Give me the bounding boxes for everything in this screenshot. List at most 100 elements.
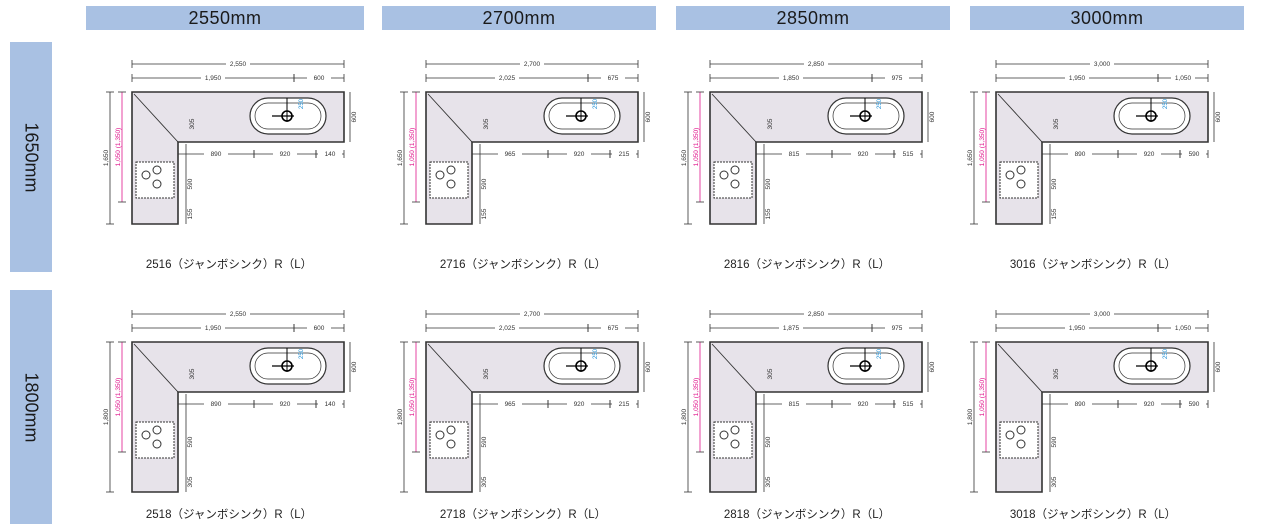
- dim-left-label: 1,950: [205, 325, 222, 332]
- corner-seam: [133, 93, 179, 143]
- dim-depth-label: 1,650: [103, 149, 110, 166]
- plan-caption: 2718（ジャンボシンク）R（L）: [439, 509, 607, 521]
- sink-inner: [832, 352, 900, 380]
- dim-bottom-label: 305: [481, 476, 488, 487]
- dim-590-label: 590: [765, 436, 772, 447]
- dim-920-label: 920: [858, 151, 869, 158]
- dim-inner-label: 1,050 (1,350): [979, 378, 986, 417]
- column-header-2550: 2550mm: [86, 6, 364, 30]
- dim-inner-label: 1,050 (1,350): [115, 128, 122, 167]
- sink-inner: [1118, 102, 1186, 130]
- dim-total-label: 2,700: [524, 311, 541, 318]
- corner-seam: [997, 343, 1043, 393]
- burner-icon: [435, 170, 445, 180]
- corner-seam: [997, 93, 1043, 143]
- dim-total-label: 3,000: [1094, 61, 1111, 68]
- dim-890-label-bg: [782, 150, 806, 157]
- dim-depth-label: 1,800: [103, 408, 110, 425]
- dim-right-label-bg: [601, 74, 625, 81]
- dim-600-label: 600: [929, 111, 936, 122]
- dim-end-label: 515: [903, 151, 914, 158]
- burner-icon: [446, 165, 456, 175]
- dim-inner-label: 1,050 (1,350): [979, 128, 986, 167]
- burner-icon: [152, 425, 162, 435]
- dim-end-label-bg: [318, 400, 342, 407]
- corner-seam: [427, 343, 473, 393]
- dim-305-label: 305: [767, 368, 774, 379]
- dim-depth-label: 1,800: [967, 408, 974, 425]
- burner-icon: [446, 425, 456, 435]
- burner-icon: [730, 165, 740, 175]
- row-header-1800: 1800mm: [10, 290, 52, 524]
- dim-right-label-bg: [885, 74, 909, 81]
- dim-left-label: 1,875: [783, 325, 800, 332]
- row-header-1650-label: 1650mm: [21, 121, 42, 193]
- dim-right-label-bg: [1171, 74, 1195, 81]
- dim-bottom-label: 305: [187, 476, 194, 487]
- corner-seam: [711, 93, 757, 143]
- dim-920-label: 920: [280, 151, 291, 158]
- dim-890-label: 890: [211, 401, 222, 408]
- column-header-2700: 2700mm: [382, 6, 656, 30]
- dim-end-label-bg: [896, 400, 920, 407]
- plan-caption: 2716（ジャンボシンク）R（L）: [439, 259, 607, 271]
- dim-left-label-bg: [201, 324, 225, 331]
- dim-left-label: 1,950: [205, 75, 222, 82]
- dim-end-label: 590: [1189, 151, 1200, 158]
- dim-305-label: 305: [189, 118, 196, 129]
- dim-890-label: 815: [789, 401, 800, 408]
- burner-icon: [141, 430, 151, 440]
- dim-920-label-bg: [567, 150, 591, 157]
- dim-590-label: 590: [481, 436, 488, 447]
- dim-right-label: 675: [608, 75, 619, 82]
- dim-total-label-bg: [804, 60, 828, 67]
- burner-icon: [1005, 170, 1015, 180]
- dim-right-label: 600: [314, 325, 325, 332]
- dim-920-label: 920: [574, 401, 585, 408]
- dim-left-label: 2,025: [499, 325, 516, 332]
- dim-total-label-bg: [226, 310, 250, 317]
- dim-end-label-bg: [318, 150, 342, 157]
- dim-total-label-bg: [226, 60, 250, 67]
- dim-end-label-bg: [612, 400, 636, 407]
- dim-890-label-bg: [498, 400, 522, 407]
- dim-total-label: 2,550: [230, 61, 247, 68]
- dim-bottom-label: 305: [765, 476, 772, 487]
- dim-left-label-bg: [1065, 74, 1089, 81]
- plan-caption: 2516（ジャンボシンク）R（L）: [145, 259, 313, 271]
- dim-left-label-bg: [779, 324, 803, 331]
- dim-920-label: 920: [1144, 401, 1155, 408]
- dim-920-label-bg: [851, 150, 875, 157]
- dim-inner-label: 1,050 (1,350): [693, 128, 700, 167]
- dim-left-label-bg: [1065, 324, 1089, 331]
- burner-icon: [730, 425, 740, 435]
- burner-icon: [446, 179, 456, 189]
- tap-dim-label: 250: [299, 348, 305, 359]
- dim-total-label-bg: [804, 310, 828, 317]
- dim-920-label-bg: [567, 400, 591, 407]
- dim-590-label: 590: [481, 178, 488, 189]
- burner-icon: [730, 439, 740, 449]
- burner-icon: [730, 179, 740, 189]
- dim-total-label-bg: [1090, 310, 1114, 317]
- dim-920-label: 920: [1144, 151, 1155, 158]
- dim-right-label: 1,050: [1175, 75, 1192, 82]
- dim-bottom-label: 155: [187, 208, 194, 219]
- dim-right-label: 975: [892, 75, 903, 82]
- dim-305-label: 305: [1053, 118, 1060, 129]
- sink-inner: [254, 102, 322, 130]
- dim-end-label-bg: [896, 150, 920, 157]
- dim-305-label: 305: [483, 368, 490, 379]
- dim-left-label-bg: [495, 324, 519, 331]
- burner-icon: [435, 430, 445, 440]
- dim-left-label: 1,950: [1069, 75, 1086, 82]
- dim-920-label-bg: [1137, 400, 1161, 407]
